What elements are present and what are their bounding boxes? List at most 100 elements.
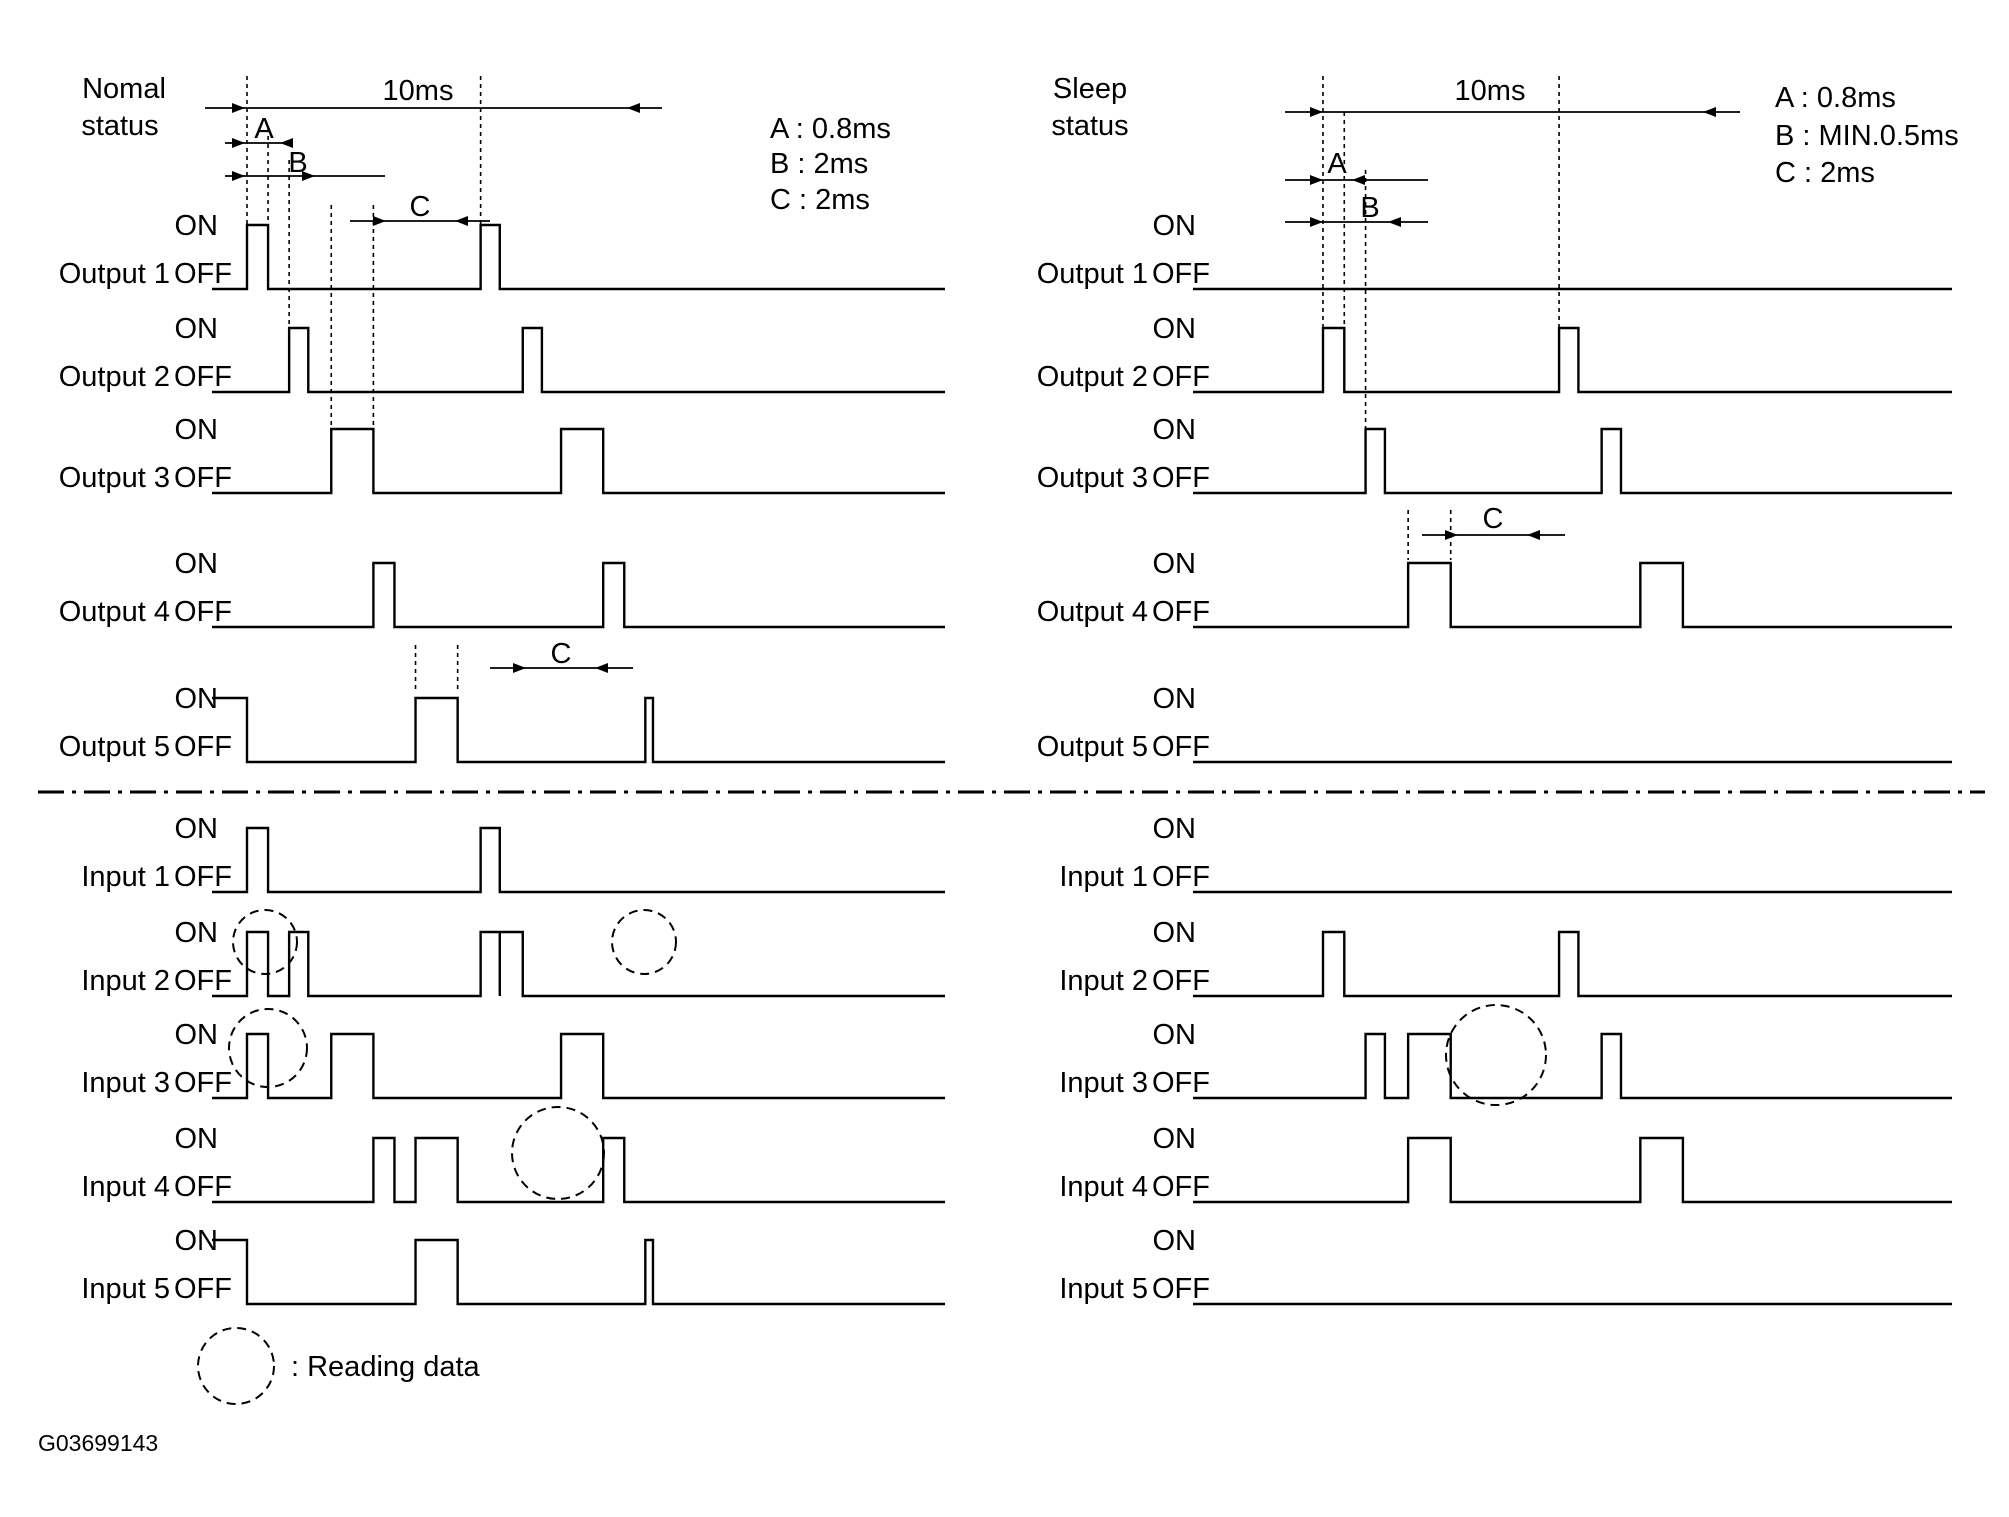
sleep-input-5-name-label: Input 5 xyxy=(1059,1273,1148,1305)
normal-input-3-waveform xyxy=(212,1032,945,1100)
sleep-output-3-on-label: ON xyxy=(1153,414,1197,446)
sleep-b-label: B xyxy=(1360,192,1379,224)
normal-input-4-off-label: OFF xyxy=(174,1171,232,1203)
normal-output-4-off-label: OFF xyxy=(174,596,232,628)
sleep-input-3-on-label: ON xyxy=(1153,1019,1197,1051)
normal-spec-a: A : 0.8ms xyxy=(770,113,891,145)
sleep-output-3-waveform xyxy=(1193,427,1952,495)
sleep-spec-c: C : 2ms xyxy=(1775,157,1875,189)
normal-output-1-on-label: ON xyxy=(175,210,219,242)
normal-output-5-off-label: OFF xyxy=(174,731,232,763)
normal-input-1-waveform xyxy=(212,826,945,894)
sleep-input-2-on-label: ON xyxy=(1153,917,1197,949)
normal-c5-arrow-right xyxy=(595,663,608,673)
normal-output-5-waveform xyxy=(212,696,945,764)
normal-output-2-on-label: ON xyxy=(175,313,219,345)
sleep-spec-b: B : MIN.0.5ms xyxy=(1775,120,1959,152)
normal-output-2-off-label: OFF xyxy=(174,361,232,393)
sleep-output-4-name-label: Output 4 xyxy=(1037,596,1148,628)
normal-output-5-on-label: ON xyxy=(175,683,219,715)
normal-output-2-name-label: Output 2 xyxy=(59,361,170,393)
normal-input-3-off-label: OFF xyxy=(174,1067,232,1099)
normal-output-4-name-label: Output 4 xyxy=(59,596,170,628)
sleep-output-2-off-label: OFF xyxy=(1152,361,1210,393)
normal-input-2-name-label: Input 2 xyxy=(81,965,170,997)
sleep-period-arrow-left xyxy=(1310,107,1323,117)
normal-period-arrow-right xyxy=(627,103,640,113)
sleep-output-1-off-label: OFF xyxy=(1152,258,1210,290)
sleep-output-2-name-label: Output 2 xyxy=(1037,361,1148,393)
sleep-output-3-off-label: OFF xyxy=(1152,462,1210,494)
sleep-output-2-waveform xyxy=(1193,326,1952,394)
sleep-output-5-on-label: ON xyxy=(1153,683,1197,715)
reading-circle-normal-input2-a xyxy=(232,909,298,975)
sleep-output-4-waveform xyxy=(1193,561,1952,629)
sleep-output-4-on-label: ON xyxy=(1153,548,1197,580)
normal-input-1-off-label: OFF xyxy=(174,861,232,893)
normal-a-label: A xyxy=(254,113,274,145)
reading-circle-normal-input3 xyxy=(228,1008,308,1088)
normal-output-4-waveform xyxy=(212,561,945,629)
sleep-input-5-off-label: OFF xyxy=(1152,1273,1210,1305)
sleep-input-1-name-label: Input 1 xyxy=(1059,861,1148,893)
waveform-group xyxy=(212,223,1952,1306)
normal-spec-c: C : 2ms xyxy=(770,184,870,216)
normal-output-4-on-label: ON xyxy=(175,548,219,580)
normal-output-1-waveform xyxy=(212,223,945,291)
sleep-output-3-name-label: Output 3 xyxy=(1037,462,1148,494)
sleep-c-label: C xyxy=(1483,503,1504,535)
sleep-output-4-off-label: OFF xyxy=(1152,596,1210,628)
normal-output-5-name-label: Output 5 xyxy=(59,731,170,763)
sleep-a-label: A xyxy=(1327,148,1347,180)
sleep-input-3-off-label: OFF xyxy=(1152,1067,1210,1099)
normal-c-arrow-left xyxy=(373,216,386,226)
normal-c-label: C xyxy=(410,191,431,223)
normal-b-arrow-left xyxy=(232,171,245,181)
legend: : Reading data xyxy=(197,1327,481,1405)
sleep-input-2-waveform xyxy=(1193,930,1952,998)
sleep-input-3-waveform xyxy=(1193,1032,1952,1100)
sleep-output-5-name-label: Output 5 xyxy=(1037,731,1148,763)
normal-input-3-on-label: ON xyxy=(175,1019,219,1051)
normal-dimensions: A B C C xyxy=(205,103,662,673)
normal-input-2-on-label: ON xyxy=(175,917,219,949)
sleep-title-line1: Sleep xyxy=(1053,73,1127,105)
sleep-output-2-on-label: ON xyxy=(1153,313,1197,345)
normal-input-5-name-label: Input 5 xyxy=(81,1273,170,1305)
legend-label: : Reading data xyxy=(291,1351,481,1383)
sleep-period-label: 10ms xyxy=(1455,75,1526,107)
normal-title-line1: Nomal xyxy=(82,73,166,105)
normal-title-line2: status xyxy=(81,110,158,142)
normal-b-label: B xyxy=(288,147,307,179)
reading-circle-normal-input2-b xyxy=(611,909,677,975)
normal-c5-label: C xyxy=(551,638,572,670)
sleep-dimensions: A B C xyxy=(1285,107,1740,540)
normal-c-arrow-right xyxy=(455,216,468,226)
normal-spec-b: B : 2ms xyxy=(770,148,868,180)
normal-period-arrow-left xyxy=(232,103,245,113)
normal-input-5-on-label: ON xyxy=(175,1225,219,1257)
normal-input-4-name-label: Input 4 xyxy=(81,1171,170,1203)
normal-period-label: 10ms xyxy=(383,75,454,107)
normal-input-5-off-label: OFF xyxy=(174,1273,232,1305)
legend-circle-icon xyxy=(197,1327,275,1405)
sleep-input-1-on-label: ON xyxy=(1153,813,1197,845)
sleep-status-header: Sleep status 10ms A : 0.8ms B : MIN.0.5m… xyxy=(1051,73,1958,189)
sleep-a-arrow-right xyxy=(1352,175,1365,185)
sleep-a-arrow-left xyxy=(1310,175,1323,185)
sleep-spec-a: A : 0.8ms xyxy=(1775,82,1896,114)
sleep-c-arrow-right xyxy=(1527,530,1540,540)
normal-output-1-name-label: Output 1 xyxy=(59,258,170,290)
sleep-input-4-waveform xyxy=(1193,1136,1952,1204)
normal-output-3-off-label: OFF xyxy=(174,462,232,494)
sleep-output-5-off-label: OFF xyxy=(1152,731,1210,763)
sleep-output-1-name-label: Output 1 xyxy=(1037,258,1148,290)
sleep-input-3-name-label: Input 3 xyxy=(1059,1067,1148,1099)
sleep-b-arrow-right xyxy=(1388,217,1401,227)
normal-c5-arrow-left xyxy=(513,663,526,673)
sleep-input-4-name-label: Input 4 xyxy=(1059,1171,1148,1203)
normal-input-2-waveform xyxy=(212,930,945,998)
reading-circle-normal-input4 xyxy=(511,1106,605,1200)
